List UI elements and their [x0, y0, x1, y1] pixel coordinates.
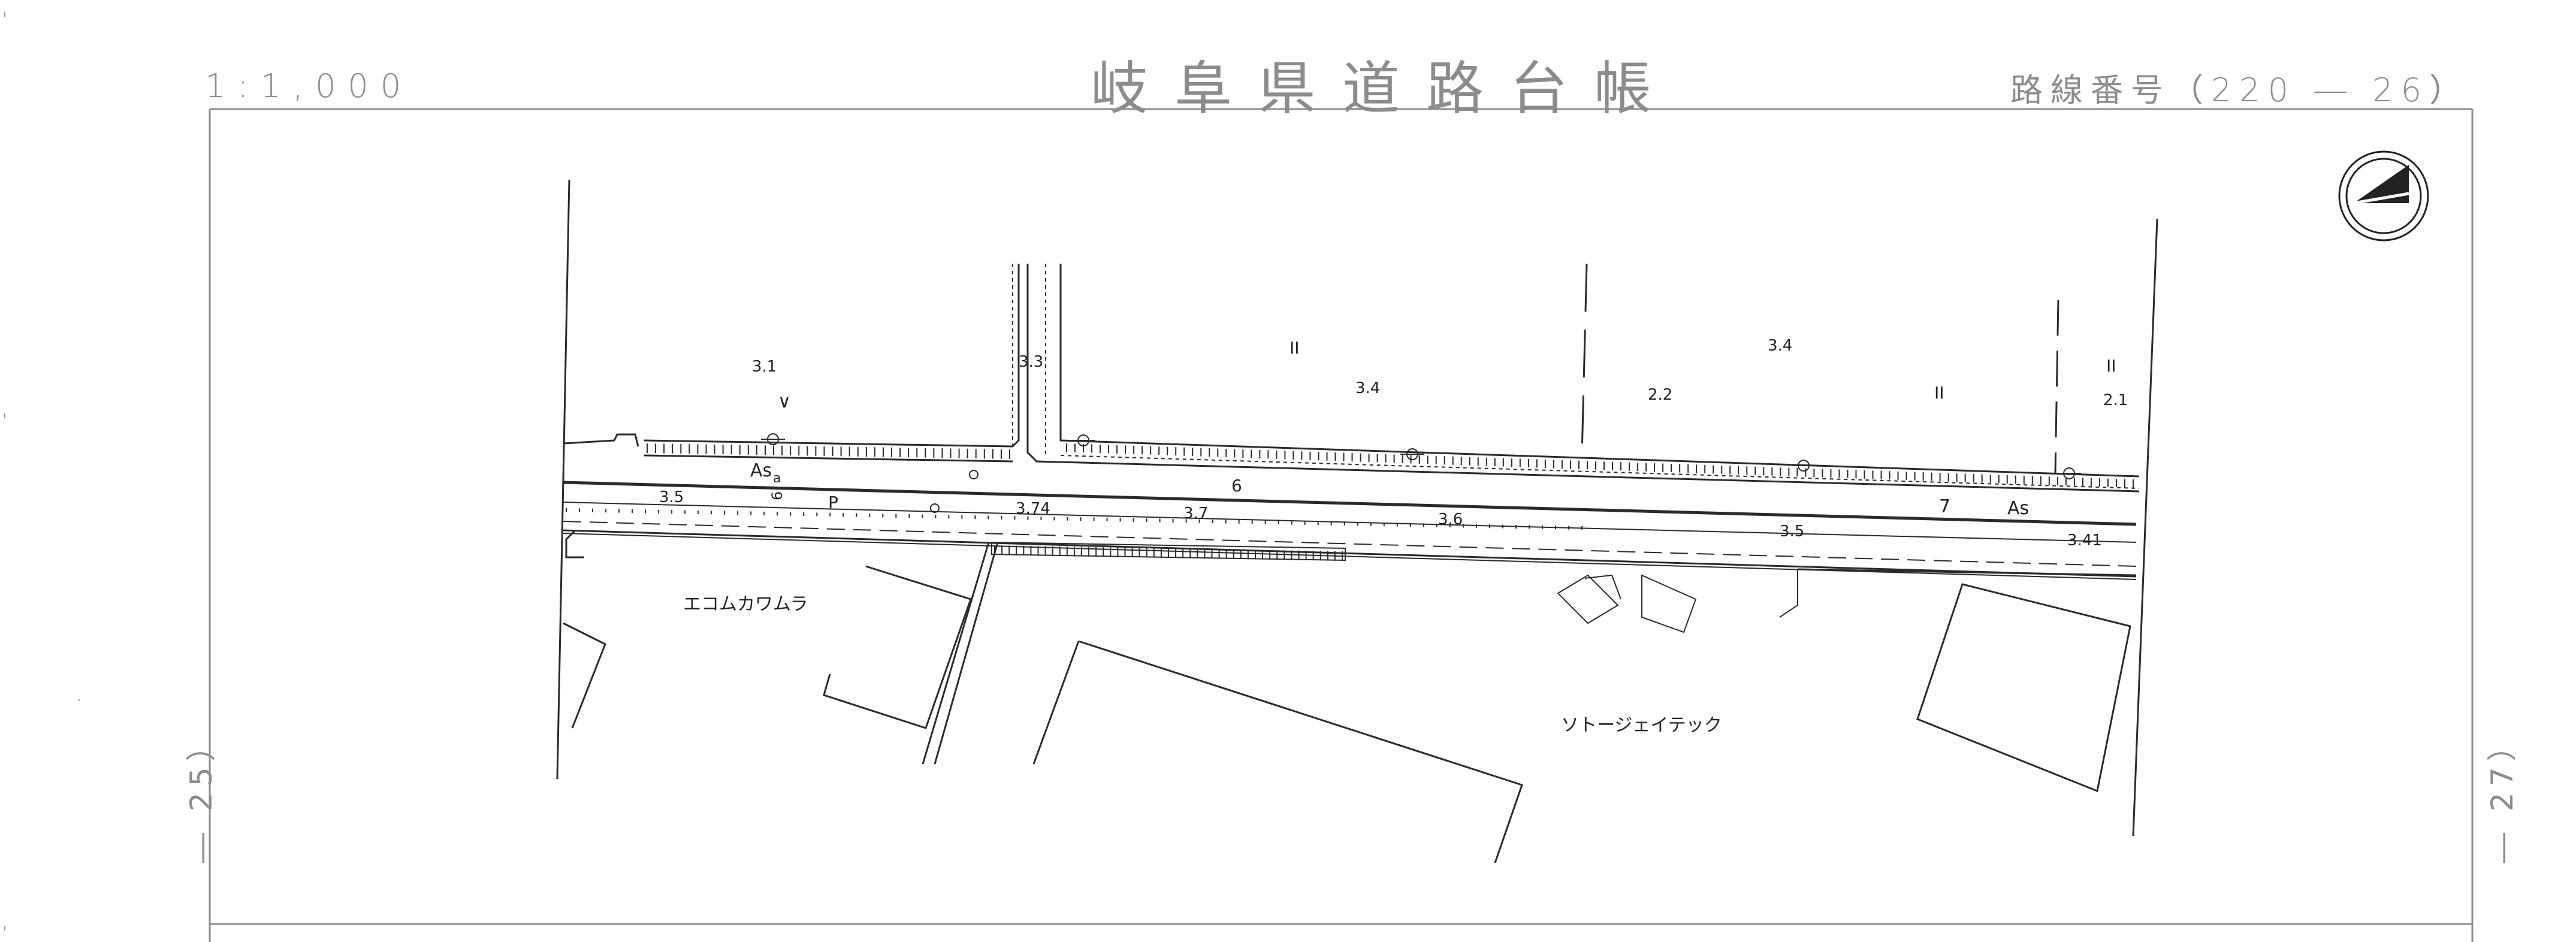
elevation: 3.4 [1768, 337, 1792, 355]
elevation: 3.6 [1438, 511, 1463, 529]
elevation: 3.3 [1019, 353, 1043, 371]
map-scale: 1:1,000 [205, 67, 413, 105]
elevation: 3.74 [1016, 500, 1050, 518]
land-mark: II [2106, 356, 2116, 376]
width-6a: 6 [1231, 476, 1242, 496]
elevation: 3.5 [659, 488, 684, 506]
owner-right: ソトージェイテック [1561, 715, 1722, 736]
p-label: P [828, 493, 838, 512]
elevation: 2.2 [1648, 386, 1672, 404]
road-lines [556, 179, 2158, 864]
land-mark: II [1289, 338, 1300, 358]
elevation: 3.4 [1355, 379, 1380, 397]
map-labels: エコムカワムラ ソトージェイテック As As P 6 6 7 a ∨ 3.1 … [659, 337, 2128, 736]
check-mark: ∨ [778, 391, 791, 412]
as-label-right: As [2007, 498, 2029, 519]
pole-symbols [761, 433, 2081, 513]
elevation: 3.41 [2067, 532, 2102, 550]
north-arrow-icon [2338, 150, 2429, 241]
land-mark: II [1934, 383, 1944, 403]
sidewalk-hatching [566, 443, 2134, 561]
sheet-frame [209, 108, 2474, 942]
as-label-left: As [750, 460, 772, 481]
elevation: 3.7 [1183, 505, 1208, 523]
elevation: 3.1 [752, 358, 777, 376]
route-number: 路線番号（220 ― 26） [2010, 71, 2470, 109]
elevation: 3.5 [1780, 523, 1804, 541]
width-6b: 6 [769, 491, 786, 500]
width-7: 7 [1939, 496, 1950, 517]
elevation: 2.1 [2103, 391, 2128, 409]
owner-left: エコムカワムラ [683, 594, 808, 615]
page-title: 岐阜県道路台帳 [1091, 55, 1678, 122]
small-a: a [773, 471, 781, 486]
